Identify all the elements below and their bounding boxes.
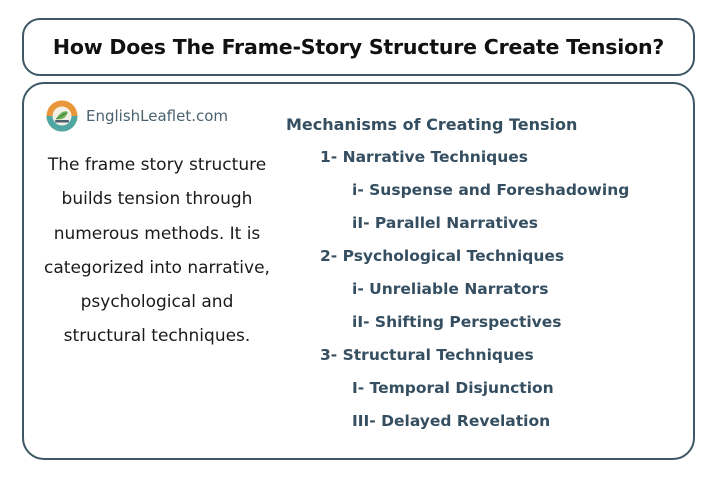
outline-item-shifting-perspectives: iI- Shifting Perspectives [352, 313, 562, 331]
outline-item-narrative-techniques: 1- Narrative Techniques [320, 148, 528, 166]
outline-item-psychological-techniques: 2- Psychological Techniques [320, 247, 565, 265]
page-title: How Does The Frame-Story Structure Creat… [52, 35, 665, 59]
brand-name: EnglishLeaflet.com [86, 107, 229, 125]
description-text: The frame story structure builds tension… [44, 155, 270, 347]
brand-logo[interactable]: EnglishLeaflet.com [46, 100, 228, 132]
outline-item-unreliable-narrators: i- Unreliable Narrators [352, 280, 549, 298]
title-box: How Does The Frame-Story Structure Creat… [22, 18, 695, 76]
outline-item-parallel-narratives: iI- Parallel Narratives [352, 214, 539, 232]
content-panel: EnglishLeaflet.com The frame story struc… [22, 82, 695, 460]
outline-item-structural-techniques: 3- Structural Techniques [320, 346, 534, 364]
tension-mechanisms-outline: Mechanisms of Creating Tension 1- Narrat… [286, 108, 686, 438]
outline-item-temporal-disjunction: I- Temporal Disjunction [352, 379, 554, 397]
englishleaflet-logo-icon [46, 100, 78, 132]
outline-item-suspense-foreshadowing: i- Suspense and Foreshadowing [352, 181, 630, 199]
outline-heading: Mechanisms of Creating Tension [286, 115, 578, 134]
outline-item-delayed-revelation: III- Delayed Revelation [352, 412, 551, 430]
